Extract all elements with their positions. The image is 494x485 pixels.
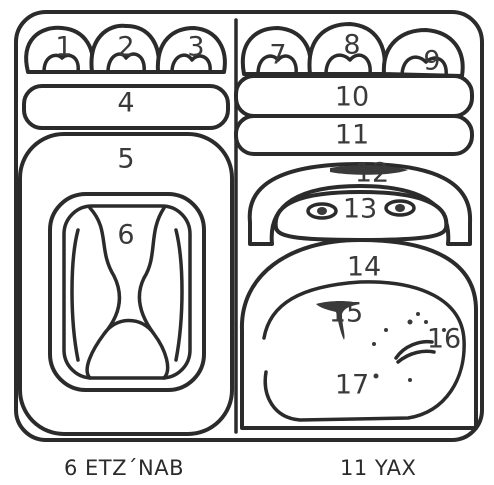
element-17-dot-b [384,328,388,332]
caption-etznab: 6 ETZ´NAB [64,456,184,480]
element-16-dot-a [408,320,413,325]
element-16-dot-b [416,312,420,316]
label-3: 3 [187,32,204,63]
label-5: 5 [117,144,134,175]
label-7: 7 [269,40,286,71]
label-6: 6 [117,220,134,251]
label-1: 1 [55,32,72,63]
element-13-right-pupil [395,204,405,212]
label-16: 16 [427,324,461,355]
label-4: 4 [117,88,134,119]
element-17-dot-d [408,378,412,382]
element-13-left-pupil [317,207,327,215]
label-13: 13 [343,194,377,225]
label-15: 15 [329,298,363,329]
label-2: 2 [117,32,134,63]
label-14: 14 [347,252,381,283]
label-17: 17 [335,370,369,401]
label-8: 8 [343,30,360,61]
label-9: 9 [423,46,440,77]
label-12: 12 [355,158,389,189]
caption-yax: 11 YAX [340,456,416,480]
element-17-dot-c [374,374,379,379]
label-11: 11 [335,120,369,151]
label-10: 10 [335,82,369,113]
element-17-dot-a [372,342,376,346]
